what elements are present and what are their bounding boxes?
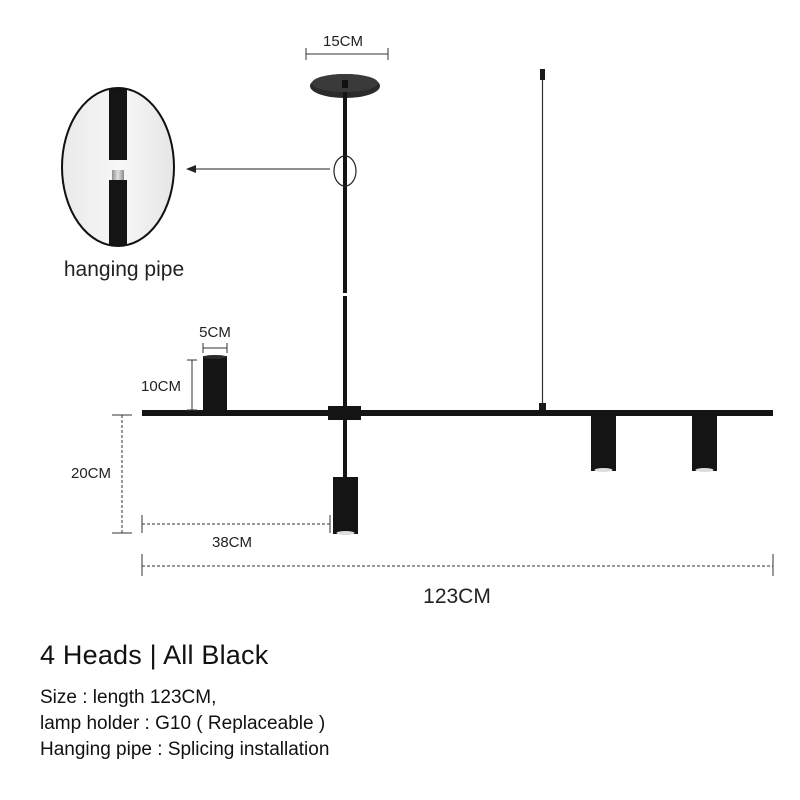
holder-height-label: 10CM bbox=[141, 378, 181, 395]
spotlight-right-1 bbox=[591, 414, 616, 472]
total-length-dimension: 123CM bbox=[141, 554, 774, 608]
drop-height-label: 20CM bbox=[71, 465, 111, 482]
drop-height-dimension: 20CM bbox=[71, 414, 132, 534]
holder-width-label: 5CM bbox=[199, 324, 231, 341]
holder-width-dimension: 5CM bbox=[199, 324, 231, 353]
hanging-rod-upper bbox=[343, 92, 347, 293]
spotlight-top-left bbox=[203, 355, 227, 412]
holder-height-dimension: 10CM bbox=[141, 359, 197, 411]
horizontal-bar bbox=[142, 410, 773, 416]
product-caption: 4 Heads | All Black Size : length 123CM,… bbox=[40, 640, 780, 763]
suspension-wire bbox=[539, 69, 546, 412]
spotlight-right-2 bbox=[692, 414, 717, 472]
spotlight-stem bbox=[343, 420, 347, 477]
inset-label: hanging pipe bbox=[64, 258, 184, 281]
hanging-pipe-inset bbox=[61, 87, 175, 247]
offset-length-dimension: 38CM bbox=[141, 515, 331, 551]
fixture-diagram: 15CM bbox=[61, 33, 774, 608]
total-length-label: 123CM bbox=[423, 585, 491, 608]
junction-block bbox=[328, 406, 361, 420]
spotlight-center bbox=[333, 477, 358, 535]
offset-length-label: 38CM bbox=[212, 534, 252, 551]
spec-hanging-pipe: Hanging pipe : Splicing installation bbox=[40, 739, 330, 760]
spec-size: Size : length 123CM, bbox=[40, 687, 217, 708]
callout-arrow bbox=[186, 165, 330, 173]
ceiling-canopy bbox=[310, 74, 380, 98]
canopy-width-dimension: 15CM bbox=[305, 33, 389, 60]
hanging-rod-lower bbox=[343, 296, 347, 408]
joint-highlight-circle bbox=[333, 155, 357, 187]
product-title: 4 Heads | All Black bbox=[40, 640, 269, 670]
spec-lamp-holder: lamp holder : G10 ( Replaceable ) bbox=[40, 713, 326, 734]
canopy-width-label: 15CM bbox=[323, 33, 363, 50]
